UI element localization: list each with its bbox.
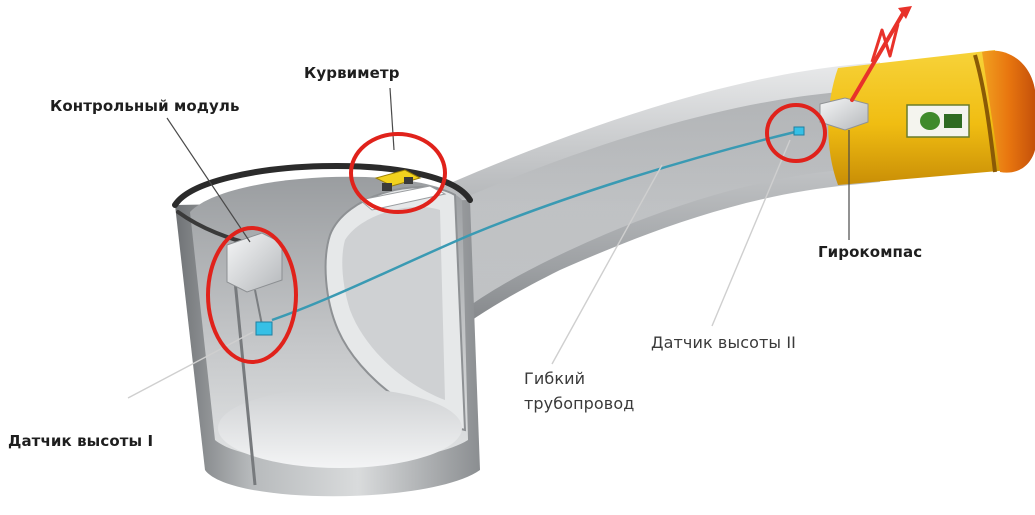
height-sensor-1 — [256, 322, 272, 335]
label-flexible-pipe-line1: Гибкий — [524, 369, 585, 388]
label-curvimeter: Курвиметр — [304, 64, 400, 82]
control-module-box — [227, 233, 282, 292]
shaft-floor — [218, 388, 462, 468]
hydro-logo-bar — [944, 114, 962, 128]
label-height-sensor-1: Датчик высоты I — [8, 432, 153, 450]
label-height-sensor-2: Датчик высоты II — [651, 333, 796, 352]
label-gyrocompass: Гирокомпас — [818, 243, 922, 261]
label-control-module: Контрольный модуль — [50, 97, 240, 115]
leader-curvimeter — [390, 88, 394, 150]
hydro-logo-mark — [920, 112, 940, 130]
label-flexible-pipe-line2: трубопровод — [524, 394, 634, 413]
height-sensor-2 — [794, 127, 804, 135]
